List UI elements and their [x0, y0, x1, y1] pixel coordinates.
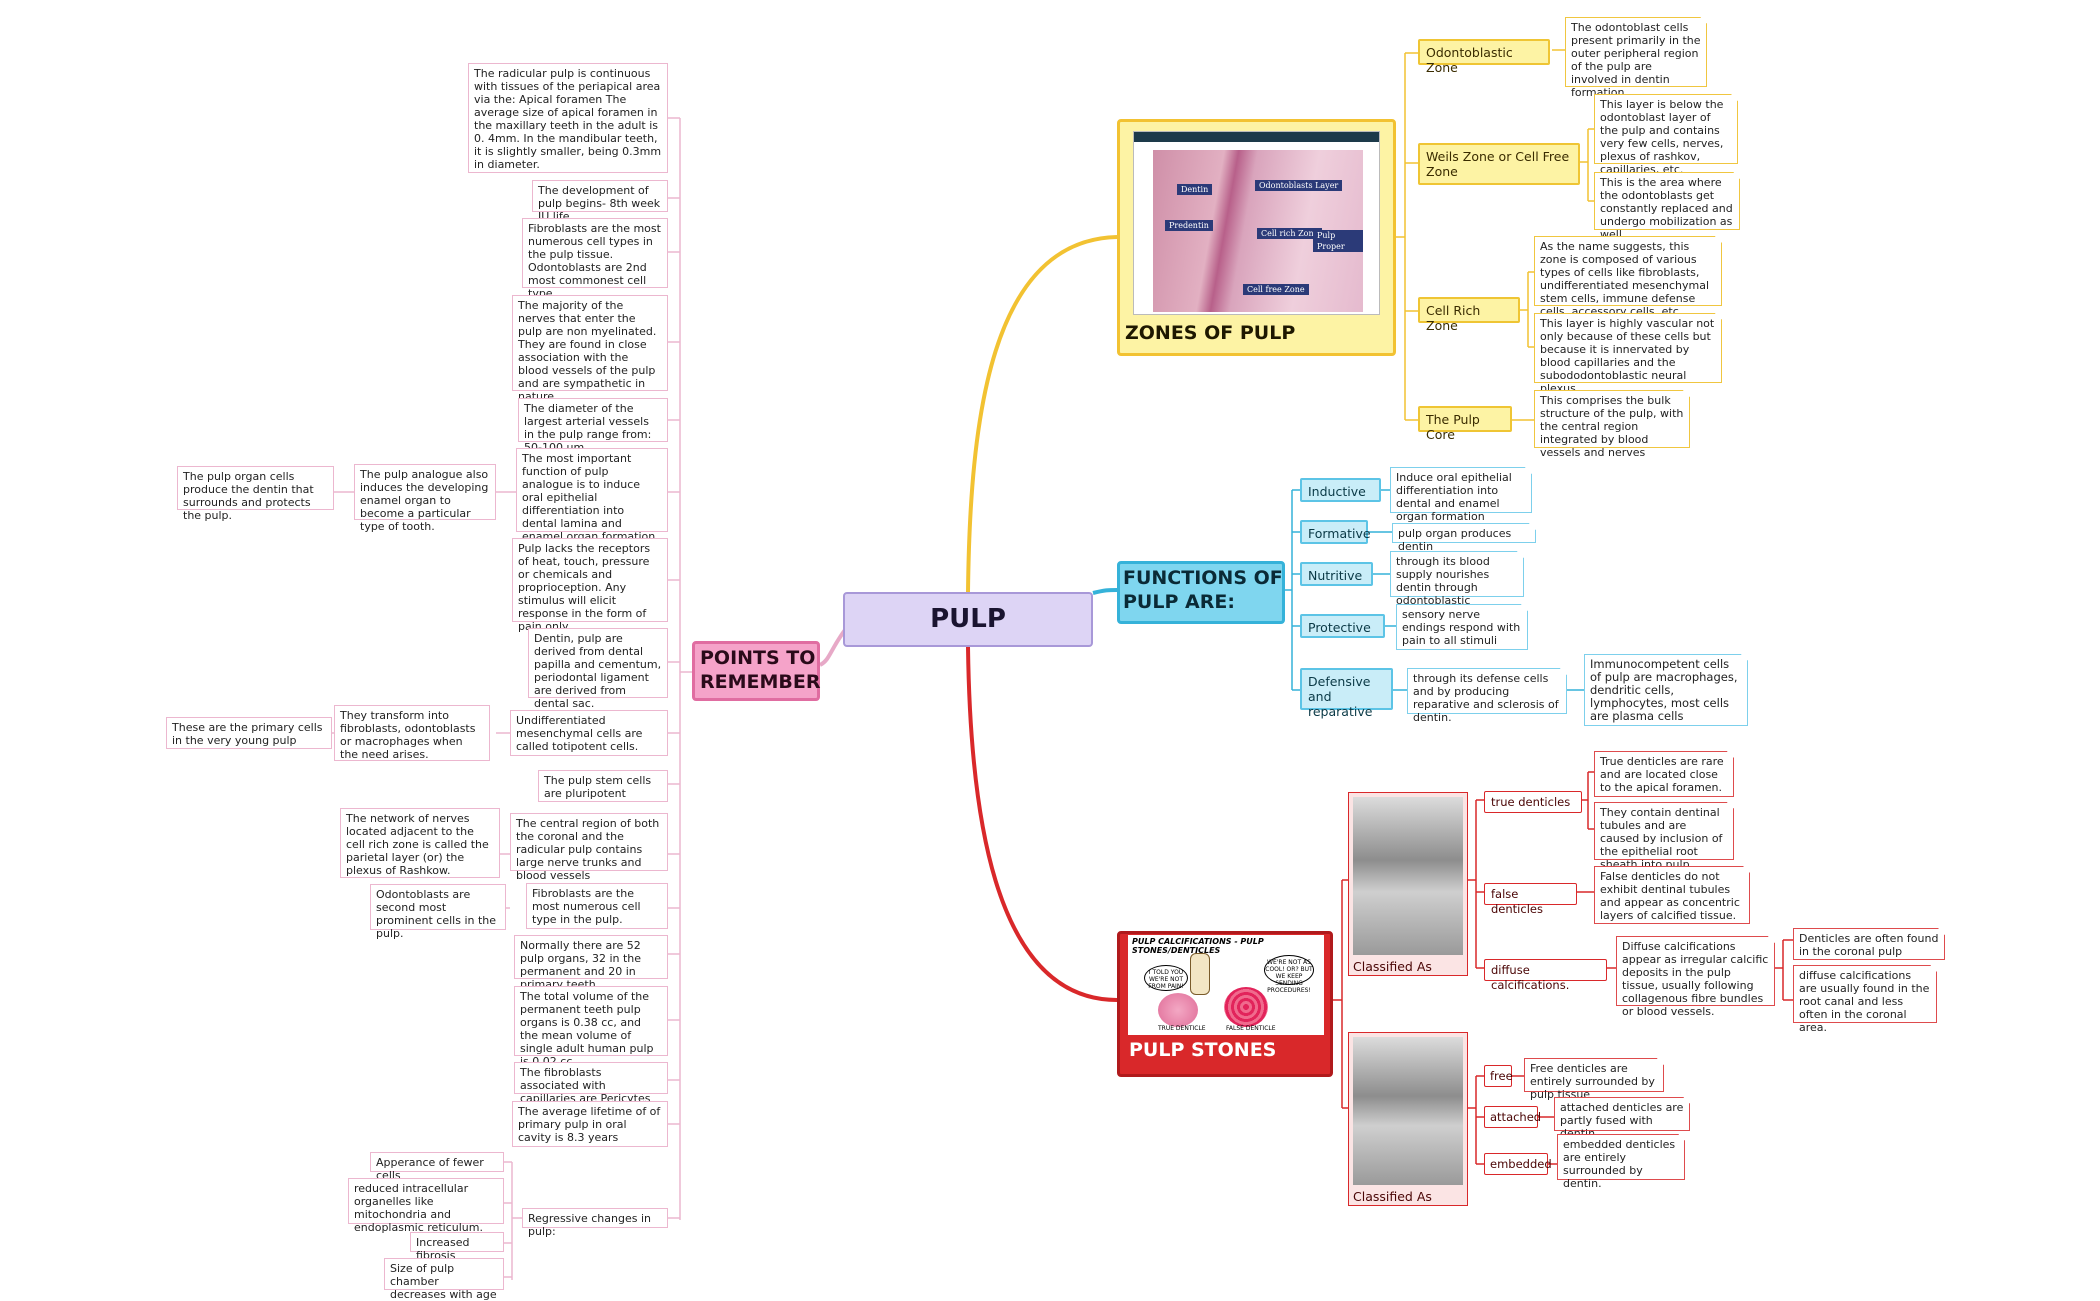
false-denticle-icon [1224, 987, 1268, 1027]
true-denticles-note-2: They contain dentinal tubules and are ca… [1594, 801, 1735, 871]
function-defensive[interactable]: Defensive and reparative [1300, 668, 1393, 719]
point-pulp-organs-count: Normally there are 52 pulp organs, 32 in… [514, 935, 668, 991]
cell-rich-zone-note-1: As the name suggests, this zone is compo… [1534, 235, 1723, 318]
image-label-pulp-proper: Pulp Proper [1313, 230, 1363, 252]
histology-image: Dentin Predentin Odontoblasts Layer Cell… [1133, 131, 1380, 315]
function-formative[interactable]: Formative [1300, 520, 1371, 544]
cartoon-bubble-2: WE'RE NOT AS COOL! OR? BUT WE KEEP SENDI… [1264, 955, 1314, 994]
protective-note: sensory nerve endings respond with pain … [1396, 603, 1529, 650]
pulp-stones-cartoon: PULP CALCIFICATIONS - PULP STONES/DENTIC… [1128, 935, 1324, 1035]
cartoon-tooth-icon [1190, 953, 1210, 995]
odontoblastic-zone-note: The odontoblast cells present primarily … [1565, 16, 1708, 99]
image-label-predentin: Predentin [1165, 220, 1213, 231]
cell-rich-zone-node[interactable]: Cell Rich Zone [1418, 297, 1520, 333]
totipotent-transform-note: They transform into fibroblasts, odontob… [334, 705, 490, 761]
classified-as-label-2: Classified As [1353, 1189, 1432, 1204]
point-fibroblasts-odontoblasts: Fibroblasts are the most numerous cell t… [522, 218, 668, 300]
point-pain-receptors: Pulp lacks the receptors of heat, touch,… [512, 538, 668, 633]
false-denticles-node[interactable]: false denticles [1484, 883, 1577, 916]
image-label-cell-free: Cell free Zone [1243, 284, 1309, 295]
functions-title: FUNCTIONS OF PULP ARE: [1123, 567, 1283, 613]
points-title: POINTS TO REMEMBER [700, 647, 821, 693]
image-label-dentin: Dentin [1177, 184, 1213, 195]
weils-zone-note-1: This layer is below the odontoblast laye… [1594, 93, 1739, 176]
primary-cells-note: These are the primary cells in the very … [166, 717, 332, 749]
classified-image-2 [1353, 1037, 1463, 1185]
weils-zone-node[interactable]: Weils Zone or Cell Free Zone [1418, 143, 1580, 185]
function-nutritive[interactable]: Nutritive [1300, 562, 1373, 586]
odontoblastic-zone-node[interactable]: Odontoblastic Zone [1418, 39, 1550, 75]
diffuse-sub-note-2: diffuse calcifications are usually found… [1793, 964, 1938, 1034]
cartoon-caption-1: TRUE DENTICLE [1158, 1025, 1206, 1032]
embedded-denticle-note: embedded denticles are entirely surround… [1557, 1133, 1686, 1190]
free-denticle-node[interactable]: free [1484, 1065, 1513, 1087]
point-derivation: Dentin, pulp are derived from dental pap… [528, 628, 668, 710]
image-label-odontoblasts: Odontoblasts Layer [1255, 180, 1343, 191]
regressive-fibrosis: Increased fibrosis [410, 1232, 504, 1262]
true-denticles-node[interactable]: true denticles [1484, 791, 1582, 813]
nutritive-note: through its blood supply nourishes denti… [1390, 550, 1525, 620]
odontoblasts-second-note: Odontoblasts are second most prominent c… [370, 884, 506, 940]
cartoon-caption-2: FALSE DENTICLE [1226, 1025, 1276, 1032]
diffuse-sub-note-1: Denticles are often found in the coronal… [1793, 927, 1946, 960]
point-fibroblasts-numerous: Fibroblasts are the most numerous cell t… [526, 883, 668, 929]
diffuse-calcifications-node[interactable]: diffuse calcifications. [1484, 959, 1607, 992]
point-lifetime: The average lifetime of of primary pulp … [512, 1101, 668, 1147]
cell-rich-zone-note-2: This layer is highly vascular not only b… [1534, 312, 1723, 395]
pulp-stones-title: PULP STONES [1129, 1039, 1277, 1061]
classified-image-1 [1353, 797, 1463, 955]
plexus-rashkow-note: The network of nerves located adjacent t… [340, 808, 500, 878]
point-nerves: The majority of the nerves that enter th… [512, 295, 668, 403]
classified-as-group-2[interactable]: Classified As [1348, 1032, 1468, 1206]
defensive-note: through its defense cells and by produci… [1407, 667, 1568, 724]
image-header-bar [1134, 132, 1379, 142]
function-inductive[interactable]: Inductive [1300, 478, 1381, 502]
point-pericytes: The fibroblasts associated with capillar… [514, 1062, 668, 1105]
weils-zone-note-2: This is the area where the odontoblasts … [1594, 171, 1741, 241]
attached-denticle-note: attached denticles are partly fused with… [1554, 1096, 1691, 1140]
cartoon-title: PULP CALCIFICATIONS - PULP STONES/DENTIC… [1132, 937, 1264, 955]
point-stem-cells: The pulp stem cells are pluripotent [538, 770, 668, 802]
functions-topic[interactable] [1117, 561, 1285, 624]
defensive-extra-note: Immunocompetent cells of pulp are macrop… [1584, 653, 1749, 726]
classified-as-label-1: Classified As [1353, 959, 1432, 974]
pulp-core-note: This comprises the bulk structure of the… [1534, 389, 1691, 459]
diffuse-calcifications-note: Diffuse calcifications appear as irregul… [1616, 935, 1776, 1018]
regressive-fewer-cells: Apperance of fewer cells [370, 1152, 504, 1182]
point-development: The development of pulp begins- 8th week… [532, 180, 668, 223]
point-arterial-diameter: The diameter of the largest arterial ves… [518, 398, 668, 454]
inductive-note: Induce oral epithelial differentiation i… [1390, 466, 1533, 523]
cartoon-bubble-1: I TOLD YOU WE'RE NOT FROM PAIN! [1144, 965, 1188, 991]
classified-as-group-1[interactable]: Classified As [1348, 792, 1468, 976]
pulp-core-node[interactable]: The Pulp Core [1418, 406, 1512, 442]
embedded-denticle-node[interactable]: embedded [1484, 1153, 1552, 1175]
point-totipotent: Undifferentiated mesenchymal cells are c… [510, 710, 668, 756]
points-to-remember-topic[interactable] [692, 641, 820, 701]
function-protective[interactable]: Protective [1300, 614, 1385, 638]
attached-denticle-node[interactable]: attached [1484, 1106, 1541, 1128]
free-denticle-note: Free denticles are entirely surrounded b… [1524, 1057, 1665, 1101]
regressive-organelles: reduced intracellular organelles like mi… [348, 1178, 504, 1234]
point-radicular-pulp: The radicular pulp is continuous with ti… [468, 63, 668, 173]
formative-note: pulp organ produces dentin [1392, 522, 1537, 553]
pulp-organ-cells-note: The pulp organ cells produce the dentin … [177, 466, 334, 522]
point-regressive-changes: Regressive changes in pulp: [522, 1208, 668, 1238]
point-central-region: The central region of both the coronal a… [510, 813, 668, 882]
true-denticle-icon [1158, 993, 1198, 1027]
false-denticles-note: False denticles do not exhibit dentinal … [1594, 865, 1751, 924]
point-pulp-analogue: The most important function of pulp anal… [516, 448, 668, 543]
point-pulp-volume: The total volume of the permanent teeth … [514, 986, 668, 1068]
central-topic[interactable]: PULP [843, 592, 1093, 647]
regressive-chamber-size: Size of pulp chamber decreases with age [384, 1258, 504, 1301]
histology-micrograph: Dentin Predentin Odontoblasts Layer Cell… [1153, 150, 1363, 312]
image-label-cell-rich: Cell rich Zone [1257, 228, 1323, 239]
true-denticles-note-1: True denticles are rare and are located … [1594, 750, 1735, 797]
pulp-analogue-note: The pulp analogue also induces the devel… [354, 464, 496, 533]
zones-title: ZONES OF PULP [1125, 322, 1296, 344]
